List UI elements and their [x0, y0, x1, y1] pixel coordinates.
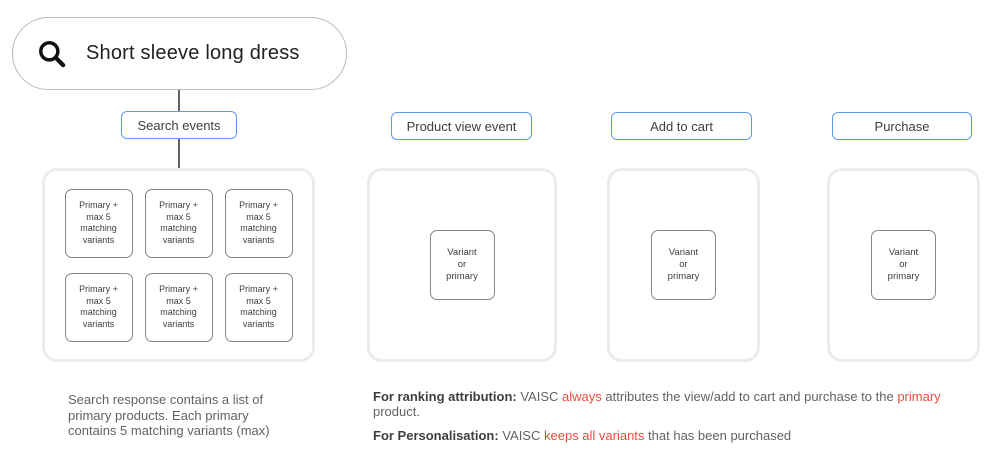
variant-card: Variant or primary	[871, 230, 936, 300]
note-text: For ranking attribution:	[373, 389, 517, 404]
chip-product-view-event[interactable]: Product view event	[391, 112, 532, 140]
primary-card: Primary + max 5 matching variants	[144, 272, 213, 342]
note-ranking-attribution: For ranking attribution: VAISC always at…	[373, 389, 983, 419]
note-text: keeps all variants	[543, 428, 645, 443]
primary-card: Primary + max 5 matching variants	[64, 188, 133, 258]
search-events-container: Primary + max 5 matching variants Primar…	[42, 168, 315, 362]
primary-card: Primary + max 5 matching variants	[64, 272, 133, 342]
variant-card: Variant or primary	[429, 230, 495, 300]
add-to-cart-container: Variant or primary	[607, 168, 760, 362]
note-personalisation: For Personalisation: VAISC keeps all var…	[373, 428, 983, 443]
search-icon	[39, 41, 66, 68]
variant-card: Variant or primary	[651, 230, 716, 300]
attribution-notes: For ranking attribution: VAISC always at…	[373, 389, 983, 452]
search-box[interactable]: Short sleeve long dress	[12, 17, 347, 90]
note-text: VAISC	[498, 428, 544, 443]
note-text: For Personalisation:	[373, 428, 499, 443]
note-text: attributes the view/add to cart and purc…	[601, 389, 898, 404]
purchase-container: Variant or primary	[827, 168, 980, 362]
primary-card: Primary + max 5 matching variants	[224, 188, 293, 258]
chip-search-events[interactable]: Search events	[121, 111, 237, 139]
chip-purchase[interactable]: Purchase	[832, 112, 972, 140]
note-text: primary	[897, 389, 941, 404]
note-text: VAISC	[516, 389, 562, 404]
chip-add-to-cart[interactable]: Add to cart	[611, 112, 752, 140]
note-text: product.	[373, 404, 420, 419]
primary-card: Primary + max 5 matching variants	[144, 188, 213, 258]
note-text: that has been purchased	[644, 428, 792, 443]
search-query: Short sleeve long dress	[86, 42, 300, 64]
primary-card: Primary + max 5 matching variants	[224, 272, 293, 342]
card-row: Primary + max 5 matching variants Primar…	[64, 272, 293, 342]
note-text: always	[562, 389, 602, 404]
card-row: Primary + max 5 matching variants Primar…	[64, 188, 293, 258]
product-view-container: Variant or primary	[367, 168, 557, 362]
search-response-caption: Search response contains a list of prima…	[68, 392, 270, 438]
